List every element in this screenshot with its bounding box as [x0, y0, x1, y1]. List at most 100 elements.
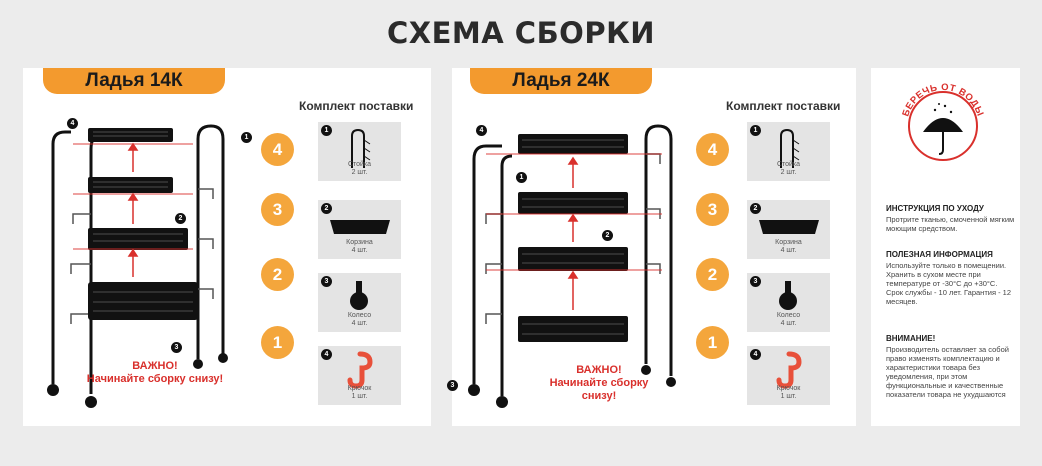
callout-3: 3 — [447, 380, 458, 391]
callout-4: 4 — [476, 125, 487, 136]
basket-icon — [759, 220, 819, 234]
kit-item-qty: 4 шт. — [351, 247, 368, 254]
hook-icon — [776, 351, 802, 389]
kit-item-qty: 1 шт. — [351, 393, 368, 400]
basket-4 — [518, 134, 628, 154]
useful-info: ПОЛЕЗНАЯ ИНФОРМАЦИЯ Используйте только в… — [886, 250, 1016, 306]
product-name-tab: Ладья 24К — [470, 68, 652, 94]
stand-icon — [780, 128, 800, 168]
product-name-tab: Ладья 14К — [43, 68, 225, 94]
callout-2: 2 — [175, 213, 186, 224]
basket-1 — [518, 316, 628, 342]
step-1: 1 — [261, 326, 294, 359]
basket-4 — [88, 128, 173, 142]
kit-item-qty: 2 шт. — [780, 169, 797, 176]
step-4: 4 — [261, 133, 294, 166]
kit-title: Комплект поставки — [726, 99, 841, 113]
kit-number: 3 — [750, 276, 761, 287]
care-heading: ИНСТРУКЦИЯ ПО УХОДУ — [886, 204, 984, 213]
umbrella-icon — [923, 103, 963, 155]
kit-item-qty: 4 шт. — [780, 247, 797, 254]
kit-number: 1 — [321, 125, 332, 136]
wheel-icon — [350, 281, 368, 310]
wheel-icon — [779, 281, 797, 310]
callout-4: 4 — [67, 118, 78, 129]
callout-2: 2 — [602, 230, 613, 241]
step-4: 4 — [696, 133, 729, 166]
attention-heading: ВНИМАНИЕ! — [886, 334, 936, 343]
kit-number: 3 — [321, 276, 332, 287]
kit-item-name: Крючок — [776, 385, 801, 392]
care-instructions: ИНСТРУКЦИЯ ПО УХОДУ Протрите тканью, смо… — [886, 204, 1016, 233]
basket-3 — [518, 192, 628, 214]
care-text: Протрите тканью, смоченной мягким моющим… — [886, 215, 1015, 233]
kit-number: 4 — [750, 349, 761, 360]
attention-note: ВНИМАНИЕ! Производитель оставляет за соб… — [886, 334, 1016, 399]
kit-number: 4 — [321, 349, 332, 360]
hook-icon — [347, 351, 373, 389]
svg-text:БЕРЕЧЬ ОТ ВОДЫ: БЕРЕЧЬ ОТ ВОДЫ — [900, 82, 985, 118]
step-3: 3 — [696, 193, 729, 226]
page-title: СХЕМА СБОРКИ — [386, 16, 656, 50]
step-2: 2 — [696, 258, 729, 291]
callout-1: 1 — [241, 132, 252, 143]
warning-heading: ВАЖНО! — [576, 364, 622, 376]
kit-title: Комплект поставки — [299, 99, 414, 113]
product-panel-24k: Ладья 24К Комплект поставки — [447, 68, 856, 426]
kit-number: 2 — [750, 203, 761, 214]
basket-1 — [88, 282, 198, 320]
kit-item-qty: 4 шт. — [780, 320, 797, 327]
warning-text: Начинайте сборку снизу! — [86, 373, 224, 385]
product-panel-14k: Ладья 14К Комплект поставки — [23, 68, 431, 426]
basket-2 — [88, 228, 188, 250]
attention-text: Производитель оставляет за собой право и… — [886, 345, 1009, 399]
basket-3 — [88, 177, 173, 193]
kit-item-name: Стойка — [347, 161, 372, 168]
kit-item-qty: 4 шт. — [351, 320, 368, 327]
step-1: 1 — [696, 326, 729, 359]
assembly-warning: ВАЖНО! Начинайте сборку снизу! — [534, 364, 664, 403]
kit-item-name: Стойка — [776, 161, 801, 168]
callout-3: 3 — [171, 342, 182, 353]
kit-item-name: Корзина — [346, 239, 373, 246]
kit-item-name: Крючок — [347, 385, 372, 392]
kit-item-name: Колесо — [347, 312, 372, 319]
kit-item-name: Корзина — [775, 239, 802, 246]
step-2: 2 — [261, 258, 294, 291]
info-text: Используйте только в помещении. Хранить … — [886, 261, 1012, 306]
kit-item-name: Колесо — [776, 312, 801, 319]
basket-2 — [518, 247, 628, 271]
warning-text: Начинайте сборку снизу! — [549, 377, 649, 402]
step-3: 3 — [261, 193, 294, 226]
basket-icon — [330, 220, 390, 234]
warning-heading: ВАЖНО! — [132, 360, 178, 372]
keep-dry-badge: БЕРЕЧЬ ОТ ВОДЫ — [900, 82, 985, 161]
kit-number: 2 — [321, 203, 332, 214]
shelf-diagram — [47, 124, 228, 408]
shelf-diagram — [468, 124, 676, 408]
info-heading: ПОЛЕЗНАЯ ИНФОРМАЦИЯ — [886, 250, 993, 259]
assembly-warning: ВАЖНО! Начинайте сборку снизу! — [85, 360, 225, 386]
stand-icon — [351, 128, 371, 168]
callout-1: 1 — [516, 172, 527, 183]
kit-item-qty: 1 шт. — [780, 393, 797, 400]
badge-text: БЕРЕЧЬ ОТ ВОДЫ — [900, 82, 985, 118]
kit-item-qty: 2 шт. — [351, 169, 368, 176]
care-panel: БЕРЕЧЬ ОТ ВОДЫ ИНСТРУКЦИЯ ПО УХОДУ Протр… — [871, 68, 1020, 426]
